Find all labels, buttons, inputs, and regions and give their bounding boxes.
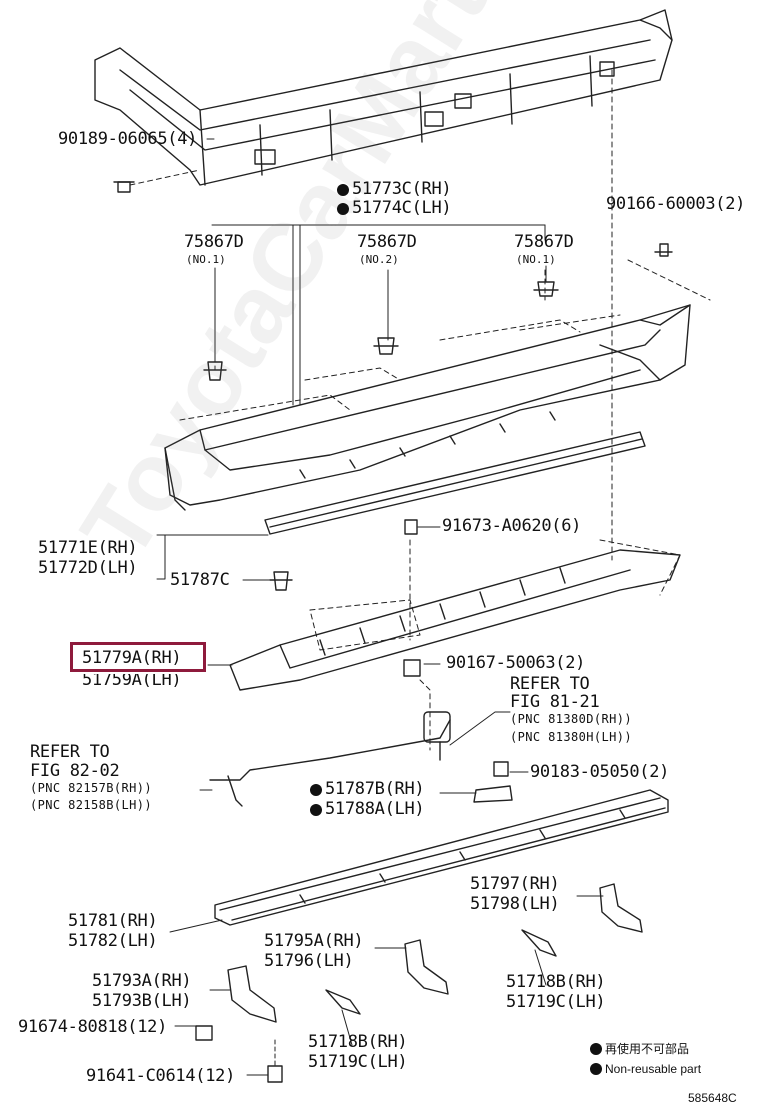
legend-en: Non-reusable part [590, 1063, 701, 1075]
label-stay-b-lh[interactable]: 51793B(LH) [92, 991, 192, 1011]
label-bolt-mid[interactable]: 91673-A0620(6) [442, 516, 582, 536]
label-pad-b2-rh[interactable]: 51718B(RH) [308, 1032, 408, 1052]
legend-jp: 再使用不可部品 [590, 1043, 689, 1055]
label-pad-c-lh[interactable]: 51719C(LH) [506, 992, 606, 1012]
label-rail-rh[interactable]: 51781(RH) [68, 911, 158, 931]
label-pad-b-rh[interactable]: 51718B(RH) [506, 972, 606, 992]
label-sub-assy-rh[interactable]: 51773C(RH) [337, 181, 452, 198]
label-support-lh[interactable]: 51798(LH) [470, 894, 560, 914]
label-refer-left-pnc1: (PNC 82157B(RH)) [30, 781, 152, 795]
step-plate-drawing [264, 431, 646, 535]
wire-harness-drawing [209, 711, 513, 807]
label-stay-a-rh[interactable]: 51795A(RH) [264, 931, 364, 951]
non-reusable-dot-icon [337, 184, 349, 196]
label-stay-a-lh[interactable]: 51796(LH) [264, 951, 354, 971]
fasteners [113, 181, 673, 1083]
label-pad-c2-lh[interactable]: 51719C(LH) [308, 1052, 408, 1072]
step-bracket-drawing [229, 549, 681, 691]
label-plate-lh[interactable]: 51772D(LH) [38, 558, 138, 578]
label-clip-1-note: (NO.1) [186, 253, 226, 266]
non-reusable-dot-icon [310, 784, 322, 796]
label-clip-top-right[interactable]: 90166-60003(2) [606, 194, 746, 214]
label-bracket-b-rh[interactable]: 51787B(RH) [310, 781, 425, 798]
label-bolt-top[interactable]: 90189-06065(4) [58, 129, 198, 149]
label-nut-mid[interactable]: 90167-50063(2) [446, 653, 586, 673]
label-refer-left-fig[interactable]: FIG 82-02 [30, 761, 120, 781]
alignment-lines [129, 69, 711, 751]
non-reusable-dot-icon [590, 1043, 602, 1055]
label-refer-right-pnc1: (PNC 81380D(RH)) [510, 712, 632, 726]
label-bolt-low[interactable]: 91674-80818(12) [18, 1017, 168, 1037]
label-screw-mid[interactable]: 90183-05050(2) [530, 762, 670, 782]
label-bolt-bottom[interactable]: 91641-C0614(12) [86, 1066, 236, 1086]
label-clip-3-note: (NO.1) [516, 253, 556, 266]
label-refer-right-pnc2: (PNC 81380H(LH)) [510, 730, 632, 744]
label-stay-b-rh[interactable]: 51793A(RH) [92, 971, 192, 991]
figure-code: 585648C [688, 1091, 737, 1105]
label-rail-lh[interactable]: 51782(LH) [68, 931, 158, 951]
label-plate-clip[interactable]: 51787C [170, 570, 230, 590]
label-clip-2[interactable]: 75867D [357, 232, 417, 252]
label-clip-1[interactable]: 75867D [184, 232, 244, 252]
non-reusable-dot-icon [590, 1063, 602, 1075]
side-rail-drawing [214, 789, 669, 926]
label-support-rh[interactable]: 51797(RH) [470, 874, 560, 894]
stay-brackets [227, 883, 643, 1023]
label-bracket-rh[interactable]: 51779A(RH) [82, 648, 182, 668]
label-refer-right-title: REFER TO [510, 674, 590, 694]
label-clip-3[interactable]: 75867D [514, 232, 574, 252]
non-reusable-dot-icon [337, 203, 349, 215]
leader-lines [156, 138, 604, 1076]
pads [325, 929, 557, 1015]
label-refer-right-fig[interactable]: FIG 81-21 [510, 692, 600, 712]
non-reusable-dot-icon [310, 804, 322, 816]
label-bracket-b-lh[interactable]: 51788A(LH) [310, 801, 425, 818]
label-plate-rh[interactable]: 51771E(RH) [38, 538, 138, 558]
label-sub-assy-lh[interactable]: 51774C(LH) [337, 200, 452, 217]
frame-rail-drawing [94, 9, 673, 186]
label-bracket-lh[interactable]: 51759A(LH) [82, 670, 182, 690]
label-refer-left-title: REFER TO [30, 742, 110, 762]
label-refer-left-pnc2: (PNC 82158B(LH)) [30, 798, 152, 812]
label-clip-2-note: (NO.2) [359, 253, 399, 266]
step-cover-drawing [164, 304, 691, 511]
highlight-box [70, 642, 206, 672]
